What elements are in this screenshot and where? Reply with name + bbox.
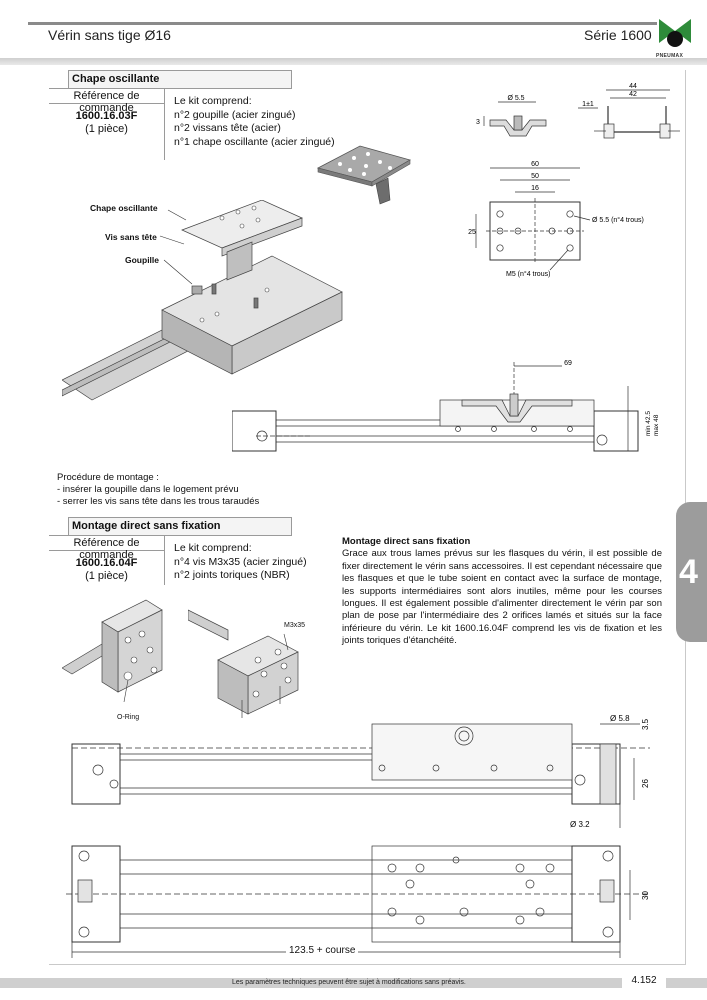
page-number: 4.152 [622,973,666,989]
dim-length: 123.5 + course [286,945,359,956]
direct-mount-bottom-drawing: 30 [66,845,650,958]
order-reference-code: 1600.16.03F [75,110,138,122]
order-reference-qty: (1 pièce) [85,570,128,582]
dim-42: 42 [629,91,637,98]
order-reference-code: 1600.16.04F [75,557,138,569]
end-cap-screws-3d-image [188,609,299,718]
header-rule [28,22,658,25]
dim-min: min 42.5 [645,411,652,436]
dim-16: 16 [531,185,539,192]
callout-vis: Vis sans tête [105,232,157,242]
hole-pattern-drawing: 60 50 16 25 Ø 5.5 (n°4 trous) M5 (n°4 tr… [468,161,644,278]
section-divider [49,535,292,536]
dim-d55-top: Ø 5.5 [507,95,524,102]
footer-band [0,978,707,988]
dim-58: Ø 5.8 [610,714,630,723]
clevis-assembly-3d [62,200,343,401]
order-reference-box-2: Référence de commande 1600.16.04F (1 piè… [49,535,165,585]
dim-holes-55: Ø 5.5 (n°4 trous) [592,216,644,224]
footer-note: Les paramètres techniques peuvent être s… [232,979,466,986]
mounting-procedure: Procédure de montage : - insérer la goup… [57,472,259,508]
dim-m5: M5 (n°4 trous) [506,270,550,278]
description-title: Montage direct sans fixation [342,536,471,547]
direct-mount-description: Montage direct sans fixation Grace aux t… [342,536,662,648]
kit-line: n°1 chape oscillante (acier zingué) [174,135,335,148]
procedure-line: - insérer la goupille dans le logement p… [57,484,239,495]
callout-goupille: Goupille [125,255,159,265]
clevis-side-drawing: 44 42 1±1 Ø 5.5 3 [476,83,680,139]
order-reference-heading: Référence de commande [49,88,164,114]
dim-26: 26 [641,779,650,788]
page-title: Vérin sans tige Ø16 [48,27,171,43]
pneumax-logo [657,17,693,53]
cylinder-side-drawing: 69 min 42.5 max 48 [232,360,660,452]
kit-line: n°2 joints toriques (NBR) [174,569,290,581]
clevis-3d-image [316,145,412,205]
dim-32: Ø 3.2 [570,820,590,828]
order-reference-heading: Référence de commande [49,535,164,561]
kit-line: n°4 vis M3x35 (acier zingué) [174,555,307,568]
series-label: Série 1600 [584,27,652,43]
callout-m3x35: M3x35 [284,622,306,629]
logo-text: PNEUMAX [656,53,684,59]
dim-1pm1: 1±1 [582,101,594,108]
kit-contents: Le kit comprend: n°2 goupille (acier zin… [174,95,335,149]
dim-50: 50 [531,173,539,180]
callout-oring: O-Ring [117,714,140,721]
section-divider [49,88,292,89]
end-cap-3d-image [62,599,163,703]
procedure-line: Procédure de montage : [57,472,159,483]
dim-44: 44 [629,83,637,90]
dim-69: 69 [564,360,572,367]
section-title-direct: Montage direct sans fixation [68,517,292,535]
description-body: Grace aux trous lames prévus sur les fla… [342,548,662,647]
chapter-number: 4 [679,553,698,591]
procedure-line: - serrer les vis sans tête dans les trou… [57,496,260,507]
order-reference-qty: (1 pièce) [85,123,128,135]
kit-line: n°2 vissans tête (acier) [174,122,281,134]
dim-25: 25 [468,229,476,236]
dim-max: max 48 [653,414,660,436]
direct-mount-side-drawing: Ø 5.8 3.5 26 Ø 3.2 [71,714,650,828]
dim-60: 60 [531,161,539,168]
kit-line: Le kit comprend: [174,542,252,554]
kit-line: n°2 goupille (acier zingué) [174,108,296,121]
dim-3: 3 [476,119,480,126]
dim-35: 3.5 [641,718,650,730]
section-title-chape: Chape oscillante [68,70,292,88]
kit-line: Le kit comprend: [174,95,252,107]
dim-30: 30 [641,891,650,900]
kit-contents-2: Le kit comprend: n°4 vis M3x35 (acier zi… [174,542,307,583]
callout-chape: Chape oscillante [90,203,158,213]
order-reference-box: Référence de commande 1600.16.03F (1 piè… [49,88,165,160]
chapter-tab [676,502,707,642]
header-band [0,58,707,65]
